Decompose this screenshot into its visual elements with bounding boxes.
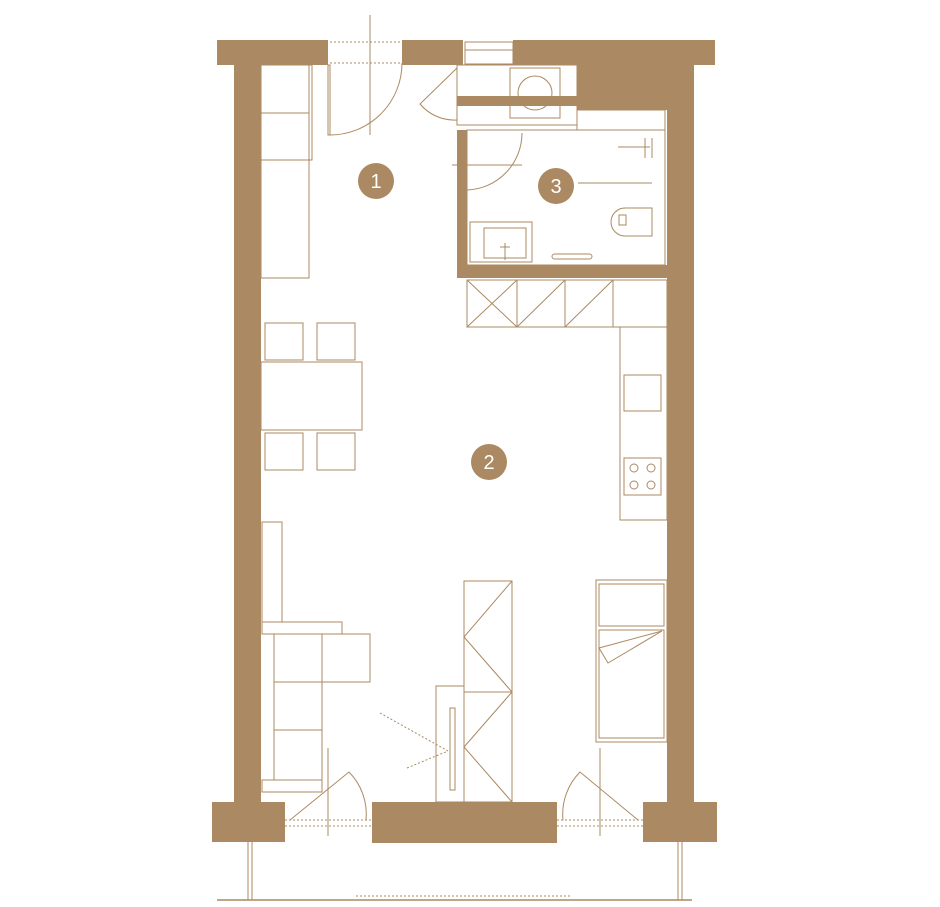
kitchen [466, 279, 668, 521]
hallway-wardrobe [260, 64, 313, 279]
dining-table [260, 322, 363, 471]
bed [595, 579, 668, 743]
washing-machine [419, 64, 578, 126]
room-label-2: 2 [471, 444, 507, 480]
balcony-railing [217, 842, 692, 901]
bathroom [452, 109, 666, 266]
hob [623, 457, 662, 496]
balcony-door-left[interactable] [285, 748, 372, 836]
sink [623, 374, 662, 412]
sofa [261, 521, 371, 793]
room-label-3: 3 [538, 168, 574, 204]
shower-tray [469, 221, 533, 263]
wardrobe [463, 580, 513, 803]
room-number: 2 [483, 452, 494, 474]
tv-unit [379, 685, 465, 803]
toilet-icon [610, 207, 653, 237]
walls [212, 40, 717, 843]
room-number: 1 [370, 171, 381, 193]
ventilation-shaft [464, 41, 514, 65]
entrance-door[interactable] [327, 15, 403, 136]
bathroom-door [466, 132, 523, 191]
radiator [551, 253, 593, 260]
room-label-1: 1 [358, 163, 394, 199]
balcony-door-right[interactable] [557, 748, 643, 836]
room-number: 3 [550, 176, 561, 198]
